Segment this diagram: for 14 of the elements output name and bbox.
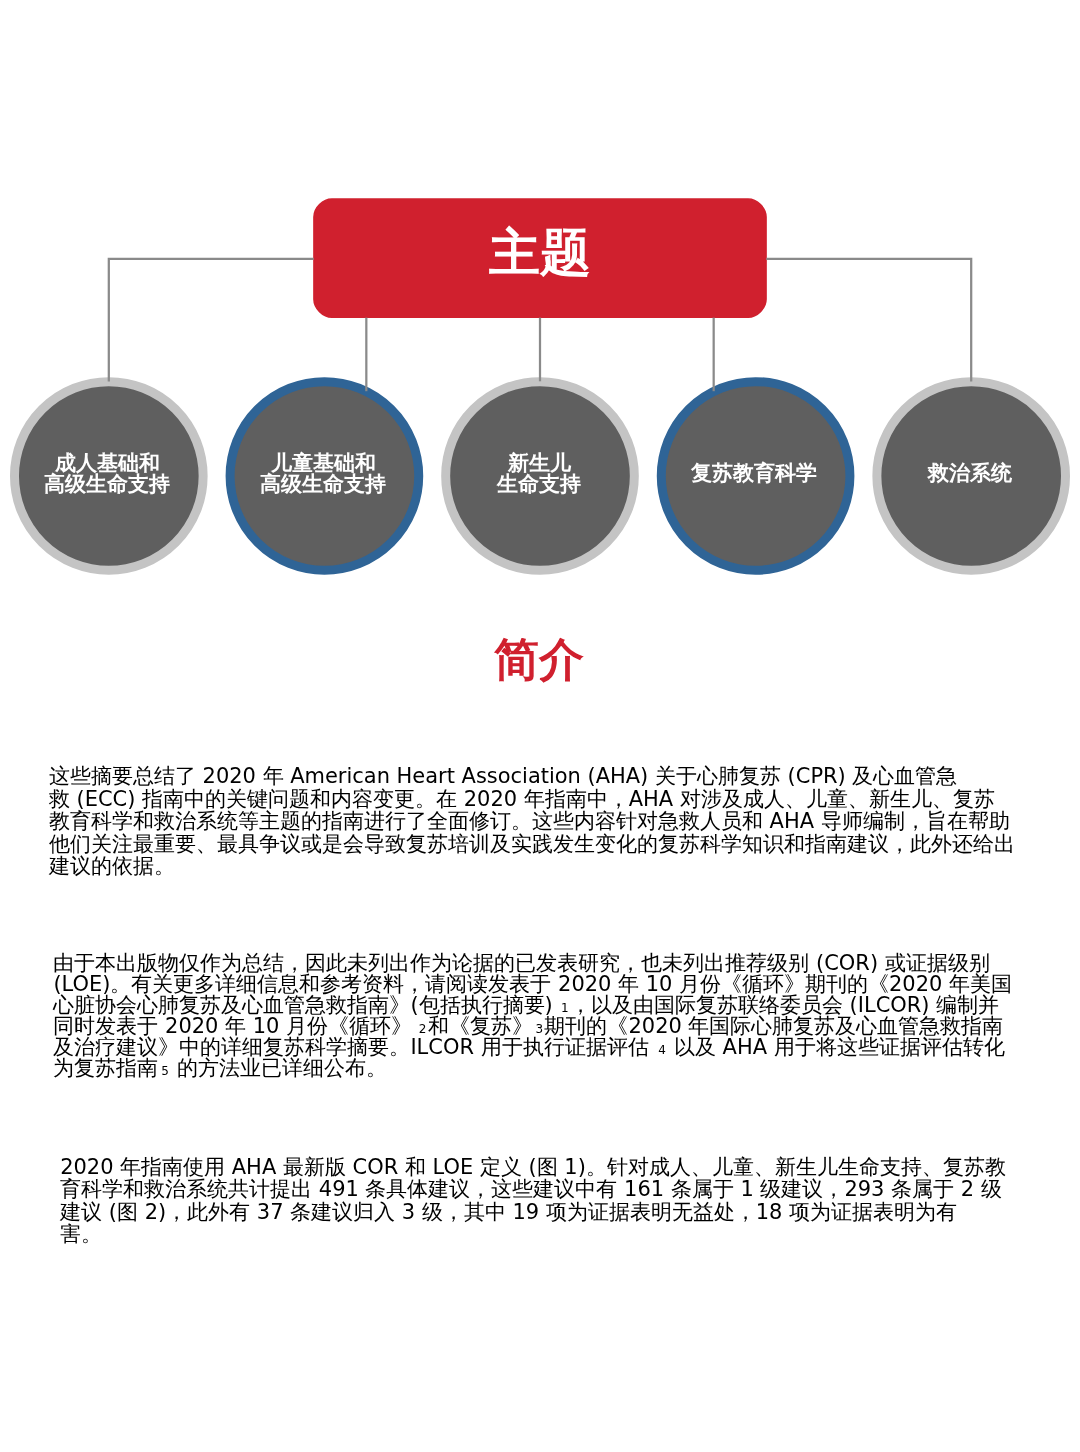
- label: 这些摘要总结了 2020 年 American Heart Association (AHA) 关于心肺复苏 (CPR) 及心血管急救 (ECC) 指南中的关键问题和内容变更。在 2020 年指南中，AHA 对涉及成人、儿童、新生儿、复苏教育科学和救治系统等主题的指南进行了全面修订。这些内容针对急救人员和 AHA 导师编制，旨在帮助他们关注最重要、最具争议或是会导致复苏培训及实践发生变化的复苏科学知识和指南建议，此外还给出建议的依据。: [48, 764, 1015, 879]
- connector: [766, 257, 973, 382]
- node-circle: 新生儿生命支持: [441, 377, 639, 575]
- label: 简介: [494, 633, 585, 687]
- connector: [365, 317, 368, 392]
- label: 2020 年指南使用 AHA 最新版 COR 和 LOE 定义 (图 1)。针对成人、儿童、新生儿生命支持、复苏教育科学和救治系统共计提出 491 条具体建议，这些建议中有 161 条属于 1 级建议，293 条属于 2 级建议 (图 2)，此外有 37 条建议归入 3 级，其中 19 项为证据表明无益处，18 项为证据表明为有害。: [60, 1154, 1006, 1247]
- node-box: 主题: [313, 198, 767, 318]
- node-circle: 儿童基础和高级生命支持: [225, 377, 424, 575]
- node-circle: 救治系统: [872, 377, 1070, 575]
- node-circle: 复苏教育科学: [656, 377, 855, 575]
- connector: [538, 317, 542, 382]
- node-circle: 成人基础和高级生命支持: [10, 377, 208, 575]
- connector: [712, 317, 715, 392]
- connector: [107, 257, 314, 382]
